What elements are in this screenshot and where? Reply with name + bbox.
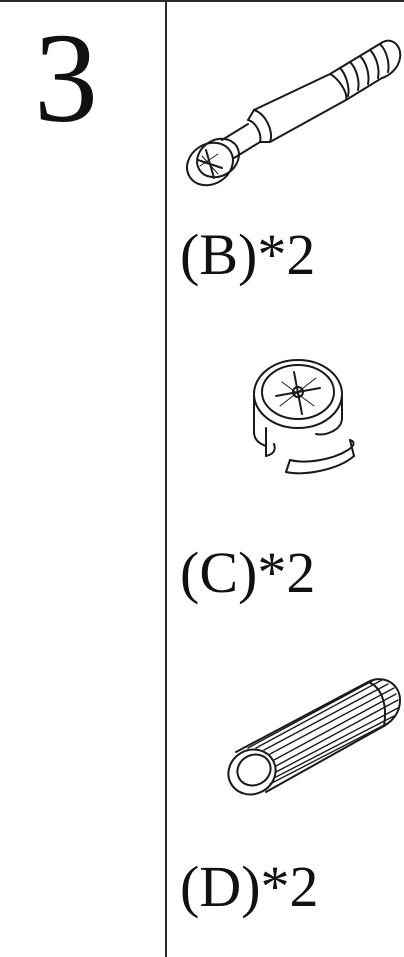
top-border	[0, 0, 404, 2]
part-label-c: (C)*2	[180, 540, 316, 605]
step-number: 3	[34, 7, 98, 149]
column-divider	[165, 0, 167, 957]
cam-lock-icon	[246, 356, 364, 492]
cam-bolt-icon	[178, 18, 404, 198]
wood-dowel-icon	[218, 668, 404, 814]
part-label-b: (B)*2	[180, 222, 316, 287]
part-label-d: (D)*2	[180, 854, 319, 919]
